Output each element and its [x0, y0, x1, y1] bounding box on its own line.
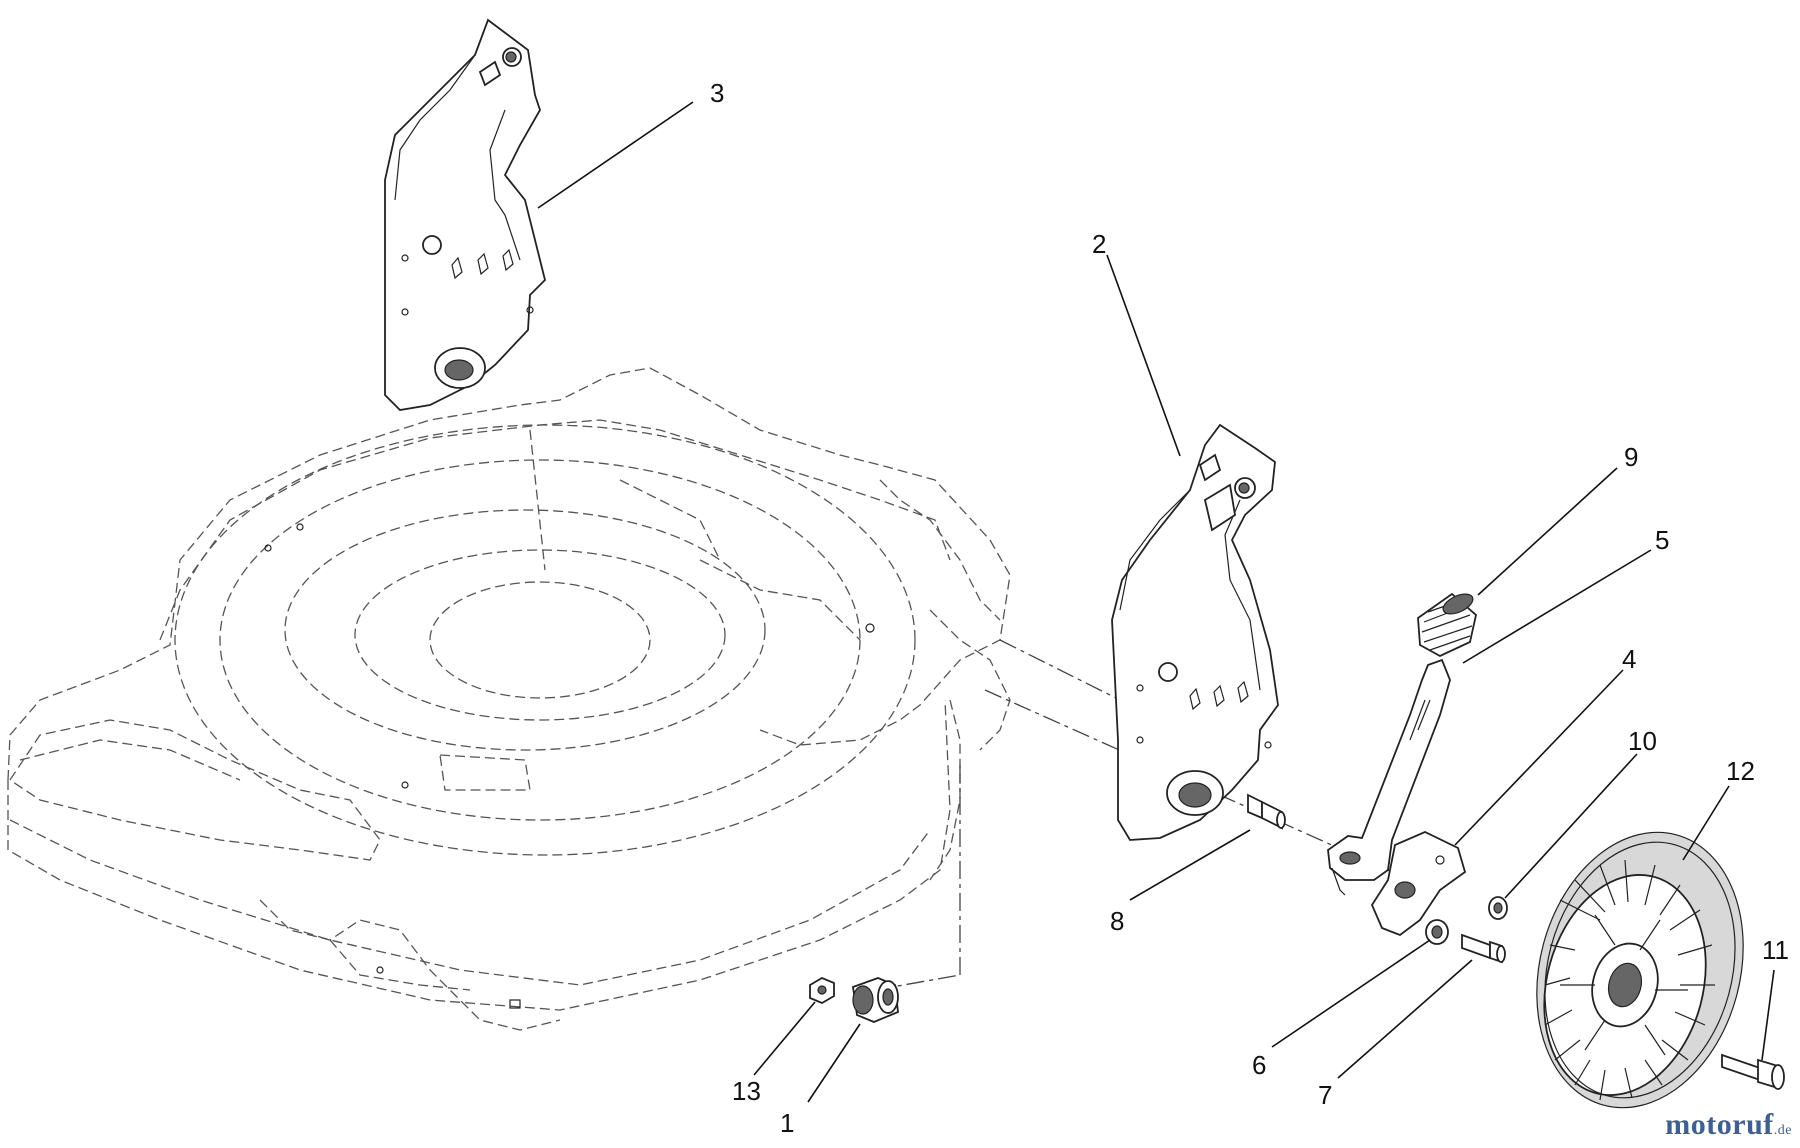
part-10-washer — [1488, 896, 1508, 920]
leader-1 — [807, 1023, 861, 1103]
part-4-pivot-plate — [1370, 831, 1467, 937]
callout-6: 6 — [1252, 1050, 1266, 1080]
part-12-wheel — [1536, 831, 1744, 1109]
part-1-bushing — [852, 977, 899, 1023]
part-8-bolt — [1247, 793, 1286, 830]
leader-lines — [537, 101, 1775, 1103]
leader-2 — [1106, 254, 1181, 457]
leader-6 — [1271, 939, 1431, 1048]
part-9-spring-grip — [1417, 592, 1477, 658]
part-2-height-plate — [1111, 423, 1279, 841]
part-13-nut — [809, 976, 835, 1005]
watermark-suffix: .de — [1773, 1123, 1792, 1138]
watermark-main: motoruf — [1665, 1108, 1774, 1141]
callout-7: 7 — [1318, 1080, 1332, 1110]
leader-3 — [537, 101, 694, 209]
callout-9: 9 — [1624, 442, 1638, 472]
leader-5 — [1462, 549, 1652, 664]
leader-10 — [1504, 753, 1638, 899]
callout-numbers: 3 2 9 5 4 10 12 8 11 6 7 13 1 — [710, 78, 1789, 1138]
leader-13 — [753, 1001, 816, 1076]
callout-11: 11 — [1762, 935, 1789, 965]
leader-4 — [1454, 669, 1624, 846]
leader-12 — [1682, 785, 1730, 861]
callout-10: 10 — [1628, 726, 1657, 756]
part-6-washer — [1425, 919, 1449, 945]
leader-11 — [1761, 969, 1775, 1061]
callout-13: 13 — [732, 1076, 761, 1106]
callout-12: 12 — [1726, 756, 1755, 786]
watermark-logo: motoruf.de — [1665, 1108, 1792, 1142]
callout-8: 8 — [1110, 906, 1124, 936]
part-5-adjuster-lever — [1327, 658, 1451, 896]
callout-4: 4 — [1622, 644, 1636, 674]
leader-7 — [1337, 959, 1473, 1079]
leader-9 — [1477, 467, 1618, 596]
callout-5: 5 — [1655, 525, 1669, 555]
part-3-height-plate — [384, 18, 546, 411]
leader-8 — [1129, 829, 1251, 901]
mower-deck — [7, 367, 1011, 1031]
callout-3: 3 — [710, 78, 724, 108]
part-7-shoulder-bolt — [1461, 933, 1506, 964]
callout-2: 2 — [1092, 229, 1106, 259]
callout-1: 1 — [780, 1108, 794, 1138]
part-11-wheel-bolt — [1721, 1053, 1785, 1090]
